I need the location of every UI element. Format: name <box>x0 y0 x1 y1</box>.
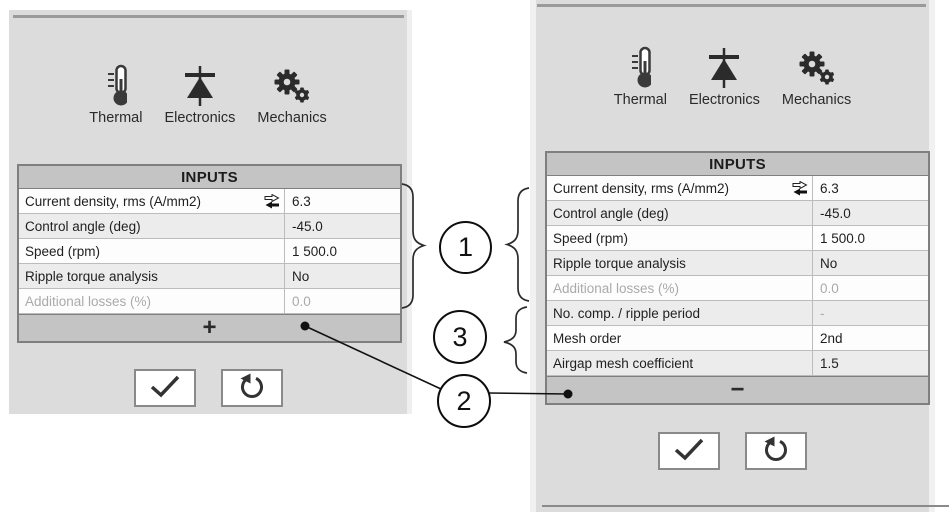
row-label: Additional losses (%) <box>547 276 813 300</box>
table-row: Control angle (deg) -45.0 <box>19 214 400 239</box>
toolbar-item-label: Mechanics <box>257 110 327 126</box>
row-value[interactable]: 6.3 <box>820 180 839 196</box>
thermometer-icon <box>629 44 652 88</box>
toolbar-item-label: Mechanics <box>781 92 852 108</box>
row-value[interactable]: -45.0 <box>292 218 323 234</box>
toolbar: Thermal Electronics <box>9 62 407 126</box>
row-value: - <box>820 305 825 321</box>
row-label: Mesh order <box>547 326 813 350</box>
toolbar-item-electronics[interactable]: Electronics <box>689 44 760 108</box>
table-row: Speed (rpm) 1 500.0 <box>19 239 400 264</box>
toolbar-item-mechanics[interactable]: Mechanics <box>257 62 327 126</box>
callout-2: 2 <box>437 374 491 428</box>
table-row: Current density, rms (A/mm2) 6.3 <box>547 176 928 201</box>
inputs-panel-expanded: Thermal Electronics <box>530 0 935 512</box>
row-value[interactable]: 1.5 <box>820 355 839 371</box>
table-row: Current density, rms (A/mm2) 6.3 <box>19 189 400 214</box>
toolbar-item-thermal[interactable]: Thermal <box>614 44 667 108</box>
row-value[interactable]: No <box>820 255 838 271</box>
callout-1: 1 <box>439 221 492 274</box>
panel-top-divider <box>537 4 926 7</box>
row-label: No. comp. / ripple period <box>547 301 813 325</box>
gears-icon <box>272 62 312 106</box>
table-row: Ripple torque analysis No <box>19 264 400 289</box>
row-label: Speed (rpm) <box>547 226 813 250</box>
diode-icon <box>183 62 217 106</box>
diode-icon <box>707 44 741 88</box>
panel-top-divider <box>13 15 404 18</box>
row-value: 0.0 <box>820 280 839 296</box>
inputs-table-title: INPUTS <box>19 166 400 189</box>
reset-icon <box>762 435 790 468</box>
table-row: Speed (rpm) 1 500.0 <box>547 226 928 251</box>
action-buttons <box>536 432 929 470</box>
apply-button[interactable] <box>658 432 720 470</box>
collapse-less-button[interactable]: − <box>547 376 928 403</box>
toolbar-item-label: Thermal <box>89 110 143 126</box>
row-value: 0.0 <box>292 293 311 309</box>
row-label: Ripple torque analysis <box>19 264 285 288</box>
toolbar-item-electronics[interactable]: Electronics <box>164 62 235 126</box>
table-row: Additional losses (%) 0.0 <box>547 276 928 301</box>
reset-button[interactable] <box>745 432 807 470</box>
inputs-panel-collapsed: Thermal Electronics <box>9 10 412 414</box>
apply-button[interactable] <box>133 369 196 407</box>
inputs-table: INPUTS Current density, rms (A/mm2) 6.3 … <box>545 151 930 405</box>
table-row: Control angle (deg) -45.0 <box>547 201 928 226</box>
row-label: Additional losses (%) <box>19 289 285 313</box>
brace-right-table-group1 <box>504 187 530 302</box>
row-label: Current density, rms (A/mm2) <box>25 193 202 209</box>
table-row: No. comp. / ripple period - <box>547 301 928 326</box>
swap-arrows-icon[interactable] <box>264 193 280 212</box>
callout-3: 3 <box>433 310 487 364</box>
toolbar-item-label: Thermal <box>613 92 667 108</box>
reset-icon <box>238 372 266 405</box>
row-value[interactable]: No <box>292 268 310 284</box>
expand-more-button[interactable]: + <box>19 314 400 341</box>
reset-button[interactable] <box>220 369 283 407</box>
row-label: Control angle (deg) <box>19 214 285 238</box>
row-value[interactable]: 6.3 <box>292 193 311 209</box>
brace-right-table-group3 <box>503 306 528 374</box>
swap-arrows-icon[interactable] <box>792 180 808 199</box>
toolbar: Thermal Electronics <box>536 44 929 108</box>
row-value[interactable]: -45.0 <box>820 205 851 221</box>
table-row: Additional losses (%) 0.0 <box>19 289 400 314</box>
panel-bottom-divider <box>542 505 949 507</box>
gears-icon <box>797 44 837 88</box>
thermometer-icon <box>105 62 127 106</box>
table-row: Mesh order 2nd <box>547 326 928 351</box>
row-label: Speed (rpm) <box>19 239 285 263</box>
row-label: Current density, rms (A/mm2) <box>553 180 730 196</box>
table-row: Airgap mesh coefficient 1.5 <box>547 351 928 376</box>
toolbar-item-label: Electronics <box>164 110 236 126</box>
action-buttons <box>9 369 407 407</box>
row-label: Airgap mesh coefficient <box>547 351 813 375</box>
toolbar-item-thermal[interactable]: Thermal <box>89 62 142 126</box>
row-value[interactable]: 1 500.0 <box>292 243 338 259</box>
toolbar-item-mechanics[interactable]: Mechanics <box>782 44 851 108</box>
inputs-table: INPUTS Current density, rms (A/mm2) 6.3 … <box>17 164 402 343</box>
row-value[interactable]: 2nd <box>820 330 843 346</box>
check-icon <box>672 436 706 467</box>
toolbar-item-label: Electronics <box>688 92 760 108</box>
inputs-table-title: INPUTS <box>547 153 928 176</box>
row-label: Control angle (deg) <box>547 201 813 225</box>
row-value[interactable]: 1 500.0 <box>820 230 866 246</box>
table-row: Ripple torque analysis No <box>547 251 928 276</box>
check-icon <box>148 373 182 404</box>
row-label: Ripple torque analysis <box>547 251 813 275</box>
